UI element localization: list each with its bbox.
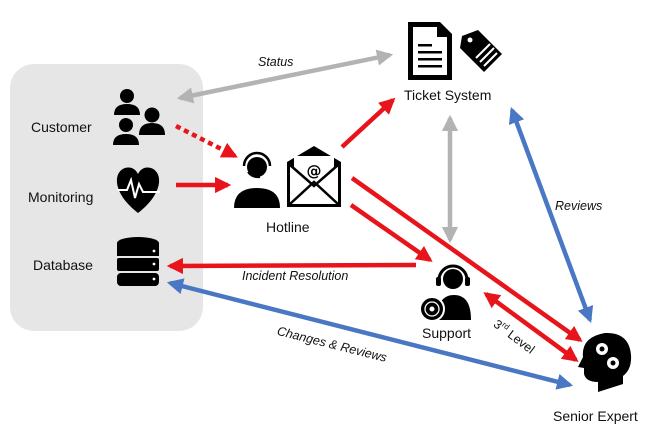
edge-hotline-support bbox=[349, 203, 433, 262]
edge-incident-resolution bbox=[166, 257, 417, 275]
edge-changes-reviews bbox=[166, 278, 574, 390]
node-label-database: Database bbox=[33, 257, 93, 273]
node-label-monitoring: Monitoring bbox=[28, 189, 94, 205]
node-label-ticket-system: Ticket System bbox=[404, 87, 492, 103]
email-envelope-icon: @ bbox=[287, 146, 341, 207]
support-agent-icon bbox=[419, 264, 471, 322]
edge-label-reviews: Reviews bbox=[555, 199, 603, 213]
edge-customer-hotline bbox=[174, 123, 238, 159]
database-icon bbox=[117, 237, 159, 286]
edge-status bbox=[176, 49, 394, 104]
svg-text:@: @ bbox=[307, 162, 322, 180]
edge-label-incident-resolution: Incident Resolution bbox=[242, 269, 349, 283]
edge-reviews bbox=[508, 106, 594, 324]
node-label-support: Support bbox=[422, 325, 472, 341]
headset-person-icon bbox=[234, 151, 280, 208]
tag-icon bbox=[460, 30, 502, 72]
users-icon bbox=[113, 89, 165, 145]
document-icon bbox=[408, 22, 452, 80]
head-gears-icon bbox=[578, 332, 632, 392]
node-label-senior-expert: Senior Expert bbox=[553, 408, 638, 424]
heart-pulse-icon bbox=[116, 167, 160, 213]
node-label-hotline: Hotline bbox=[266, 219, 310, 235]
node-label-customer: Customer bbox=[31, 119, 92, 135]
edge-label-status: Status bbox=[258, 55, 294, 69]
edge-hotline-ticket bbox=[340, 97, 396, 149]
